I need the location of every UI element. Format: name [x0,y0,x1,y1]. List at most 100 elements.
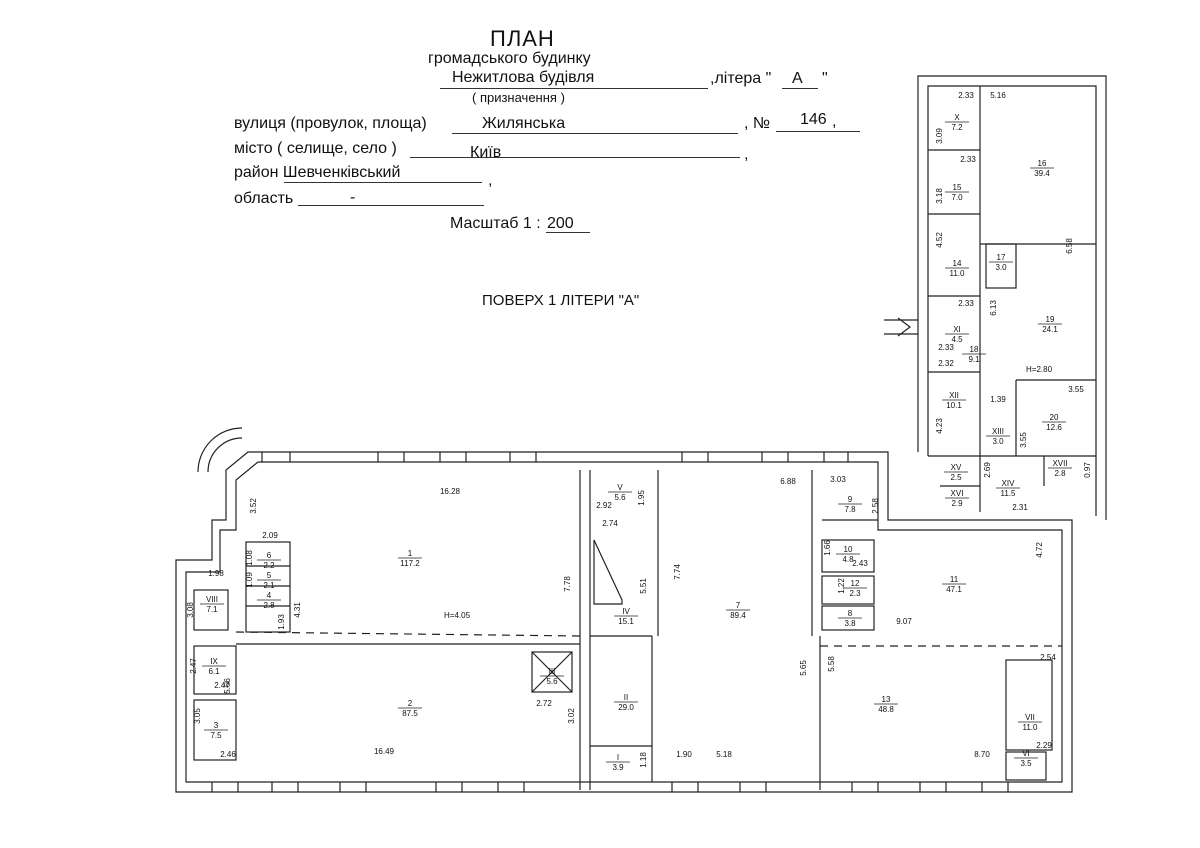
room-area: 2.3 [849,589,861,598]
city-label: місто ( селище, село ) [234,140,397,157]
dimension-label: 2.33 [958,299,974,308]
dimension-label: 2.92 [596,501,612,510]
room-label-7: 789.4 [726,601,750,620]
dimension-label: 5.16 [990,91,1006,100]
dimension-label: 6.58 [1065,238,1074,254]
room-area: 7.5 [210,731,222,740]
floor-height-main: H=4.05 [444,611,471,620]
room-area: 10.1 [946,401,962,410]
dimension-label: 3.55 [1068,385,1084,394]
room-area: 11.5 [1001,489,1017,498]
number-label: , № [744,115,771,132]
room-label-X: X7.2 [945,113,969,132]
dimension-label: 9.07 [896,617,912,626]
room-number: 7 [736,601,741,610]
room-number: 8 [848,609,853,618]
region-value: - [350,189,356,206]
dimension-label: 2.54 [1040,653,1056,662]
room-number: IV [622,607,630,616]
room-label-5: 52.1 [257,571,281,590]
dimension-label: 2.09 [262,531,278,540]
dimension-label: 1.08 [245,550,254,566]
room-number: VI [1022,749,1030,758]
dimension-label: 2.43 [852,559,868,568]
city-suffix: , [744,146,749,163]
room-area: 15.1 [618,617,634,626]
floor-plan-walls [175,75,1107,793]
room-area: 3.8 [844,619,856,628]
room-area: 29.0 [618,703,634,712]
room-label-18: 189.1 [962,345,986,364]
dimension-label: 5.51 [639,578,648,594]
dimension-label: 1.22 [837,578,846,594]
room-area: 89.4 [730,611,746,620]
room-label-XV: XV2.5 [944,463,968,482]
room-area: 6.1 [208,667,220,676]
room-area: 12.6 [1046,423,1062,432]
windows-top [261,452,849,462]
dimension-label: 16.49 [374,747,395,756]
room-number: XVI [951,489,964,498]
dimension-label: 1.09 [245,572,254,588]
building-name-underline [440,88,708,89]
litera-suffix: " [822,70,828,87]
dimension-label: 6.88 [780,477,796,486]
number-suffix: , [832,113,837,130]
street-value: Жилянська [482,115,566,132]
room-area: 7.1 [206,605,218,614]
room-label-VI: VI3.5 [1014,749,1038,768]
room-area: 4.8 [842,555,854,564]
dimension-label: 4.72 [1035,542,1044,558]
dimension-label: 2.47 [214,681,230,690]
dimension-label: 5.18 [716,750,732,759]
room-number: VIII [206,595,218,604]
room-number: 4 [267,591,272,600]
room-number: XVII [1052,459,1067,468]
room-area: 2.5 [950,473,962,482]
room-number: I [617,753,619,762]
room-area: 2.2 [263,561,275,570]
room-number: II [624,693,628,702]
room-label-9: 97.8 [838,495,862,514]
dimension-label: 1.39 [990,395,1006,404]
building-name: Нежитлова будівля [452,69,595,86]
purpose-note: ( призначення ) [472,90,565,105]
dimension-label: 3.52 [249,498,258,514]
room-area: 7.0 [951,193,963,202]
dimension-label: 6.13 [989,300,998,316]
room-label-V: V5.6 [608,483,632,502]
room-area: 11.0 [950,269,966,278]
room-label-12: 122.3 [843,579,867,598]
dimension-label: 5.58 [827,656,836,672]
room-number: XIII [992,427,1004,436]
room-number: 1 [408,549,413,558]
dimension-label: 5.65 [799,660,808,676]
room-number: X [954,113,960,122]
dimension-label: 0.97 [1083,462,1092,478]
room-label-IX: IX6.1 [202,657,226,676]
dimension-label: 16.28 [440,487,461,496]
room-area: 2.8 [263,601,275,610]
room-area: 3.0 [992,437,1004,446]
room-number: 6 [267,551,272,560]
room-number: 15 [953,183,962,192]
dimension-label: 3.05 [193,708,202,724]
room-number: III [549,667,556,676]
room-number: 17 [997,253,1006,262]
dimension-label: 3.02 [567,708,576,724]
room-area: 3.5 [1020,759,1032,768]
dimension-label: 3.08 [186,602,195,618]
room-label-XI: XI4.5 [945,325,969,344]
room-number: 5 [267,571,272,580]
room-area: 2.8 [1054,469,1066,478]
room-label-8: 83.8 [838,609,862,628]
room-number: 14 [953,259,962,268]
